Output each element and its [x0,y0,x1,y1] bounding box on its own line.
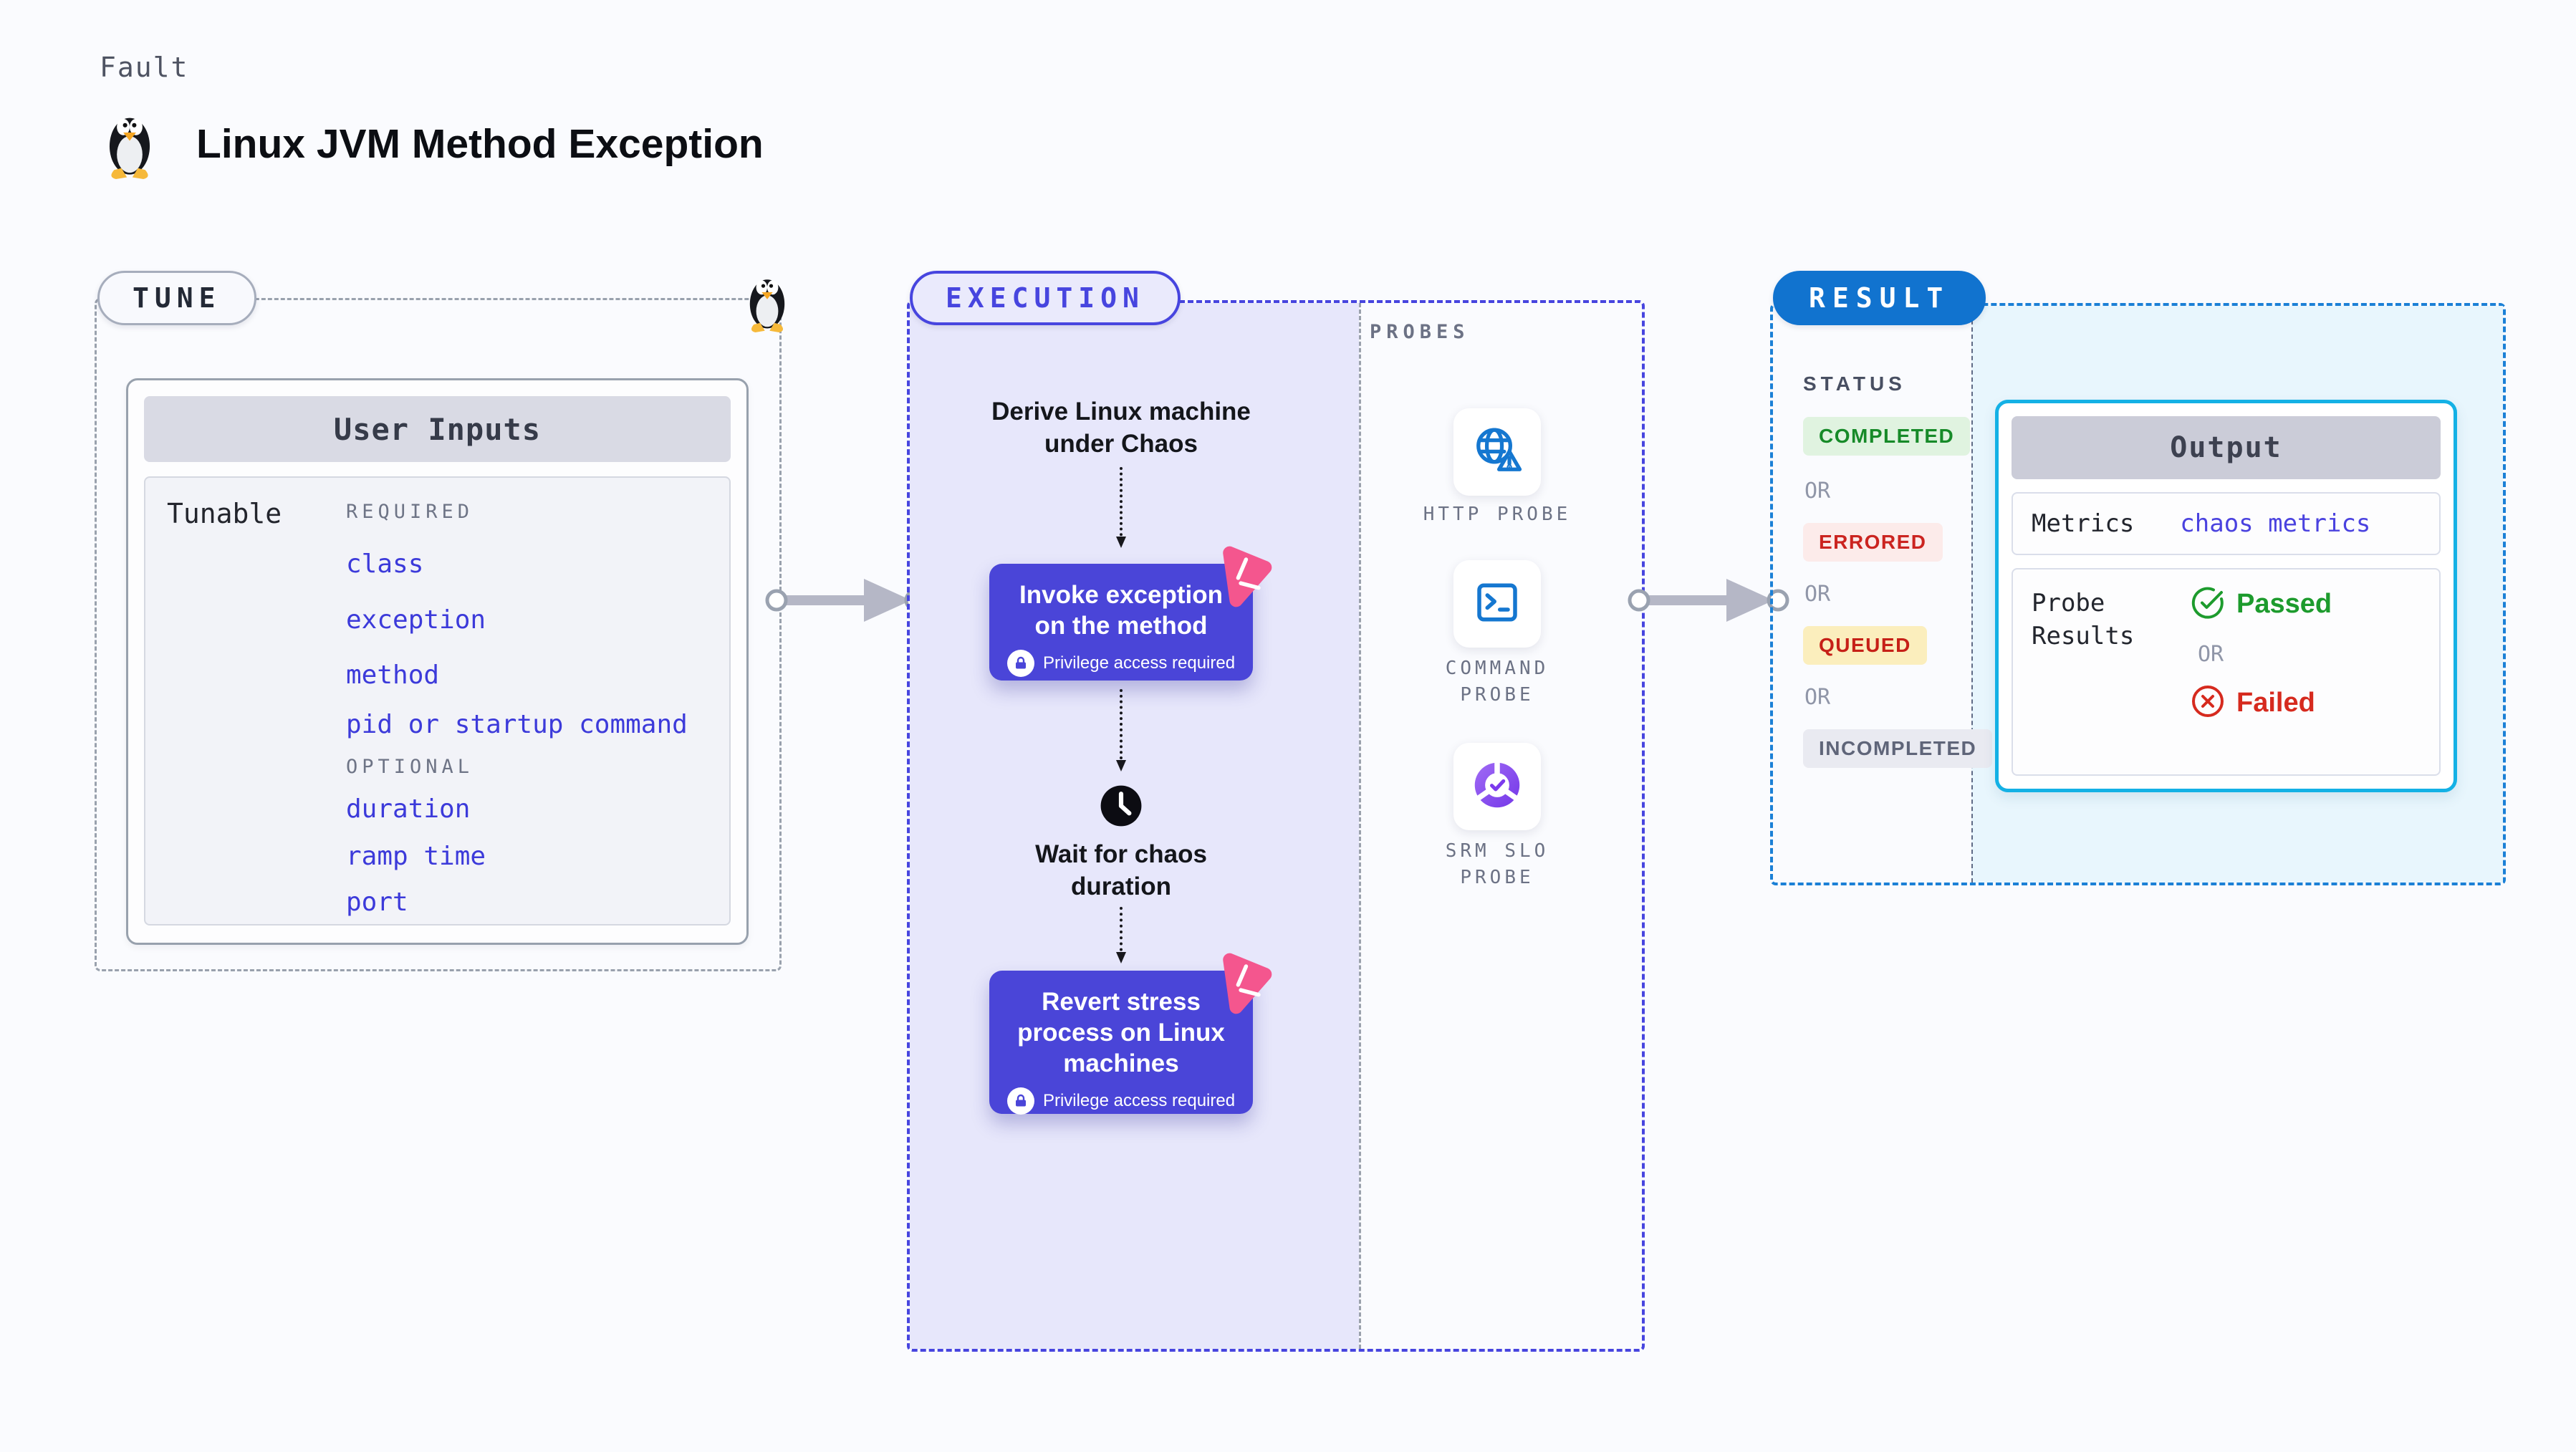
http-probe-label: HTTP PROBE [1423,504,1572,525]
tune-section-box [95,298,782,971]
tunable-link-port[interactable]: port [346,888,408,917]
flow-connector [1116,467,1126,548]
tunable-link-exception[interactable]: exception [346,605,486,635]
execution-to-result-arrow [1626,572,1791,633]
probes-label: PROBES [1370,321,1470,343]
tunables-table: Tunable REQUIRED class exception method … [144,476,731,925]
tunable-link-method[interactable]: method [346,660,440,690]
fault-kicker: Fault [100,52,189,83]
srm-slo-probe-card [1453,743,1541,830]
user-inputs-header: User Inputs [144,396,731,462]
execution-badge: EXECUTION [910,271,1181,325]
command-probe-card [1453,560,1541,648]
tunable-link-duration[interactable]: duration [346,794,471,824]
optional-header: OPTIONAL [346,756,474,778]
flow-connector [1116,689,1126,771]
probe-results-row: Probe Results Passed OR [2012,568,2441,776]
tunable-link-pid-or-startup-command[interactable]: pid or startup command [346,710,688,739]
execution-section-box [907,300,1645,1352]
lock-icon [1006,1087,1034,1115]
revert-step-text: Revert stress process on Linux machines [1017,988,1225,1077]
probes-divider [1359,303,1361,1349]
chaos-fault-icon [1208,544,1274,610]
globe-alert-icon [1467,420,1527,484]
lock-icon [1006,650,1034,677]
tunable-link-ramp-time[interactable]: ramp time [346,842,486,871]
penguin-icon [744,269,791,332]
slo-donut-check-icon [1469,756,1526,817]
user-inputs-card: User Inputs Tunable REQUIRED class excep… [126,378,749,945]
command-probe-label: COMMAND PROBE [1445,658,1549,706]
metrics-label: Metrics [2032,509,2135,538]
failed-label: Failed [2236,688,2315,718]
status-badge-errored: ERRORED [1803,523,1943,562]
status-badge-completed: COMPLETED [1803,417,1971,456]
metrics-row: Metrics chaos metrics [2012,492,2441,555]
or-label: OR [1804,479,1831,504]
passed-label: Passed [2236,589,2332,619]
output-card: Output Metrics chaos metrics Probe Resul… [1995,400,2457,792]
output-header: Output [2012,416,2441,479]
terminal-icon [1469,574,1526,635]
srm-slo-probe-label: SRM SLO PROBE [1445,840,1549,888]
tune-to-execution-arrow [764,572,928,633]
clock-icon [1099,784,1143,828]
check-circle-icon [2191,585,2225,623]
status-label: STATUS [1803,372,1906,395]
execution-flow-area [910,303,1359,1349]
tunable-row-label: Tunable [167,498,282,529]
or-label: OR [1804,685,1831,710]
privilege-access-label: Privilege access required [1042,1091,1236,1110]
status-badge-incompleted: INCOMPLETED [1803,729,1993,768]
wait-step-text: Wait for chaos duration [1035,840,1207,900]
result-badge: RESULT [1773,271,1986,325]
required-header: REQUIRED [346,501,474,523]
status-badge-queued: QUEUED [1803,626,1927,665]
or-label: OR [2198,642,2224,667]
status-divider [1971,306,1973,883]
invoke-exception-node[interactable]: Invoke exception on the method Privilege… [989,546,1272,681]
invoke-step-text: Invoke exception on the method [1019,581,1223,640]
penguin-icon [102,106,158,179]
x-circle-icon [2191,684,2225,722]
chaos-fault-icon [1208,951,1274,1016]
chaos-metrics-link[interactable]: chaos metrics [2180,509,2371,538]
tune-badge: TUNE [97,271,256,325]
tunable-link-class[interactable]: class [346,549,424,579]
or-label: OR [1804,582,1831,607]
derive-step-text: Derive Linux machine under Chaos [991,398,1251,458]
privilege-access-label: Privilege access required [1042,653,1236,673]
revert-stress-node[interactable]: Revert stress process on Linux machines … [989,953,1272,1115]
flow-connector [1116,907,1126,963]
page-title: Linux JVM Method Exception [196,121,764,167]
http-probe-card [1453,408,1541,496]
probe-results-label: Probe Results [2032,589,2135,650]
